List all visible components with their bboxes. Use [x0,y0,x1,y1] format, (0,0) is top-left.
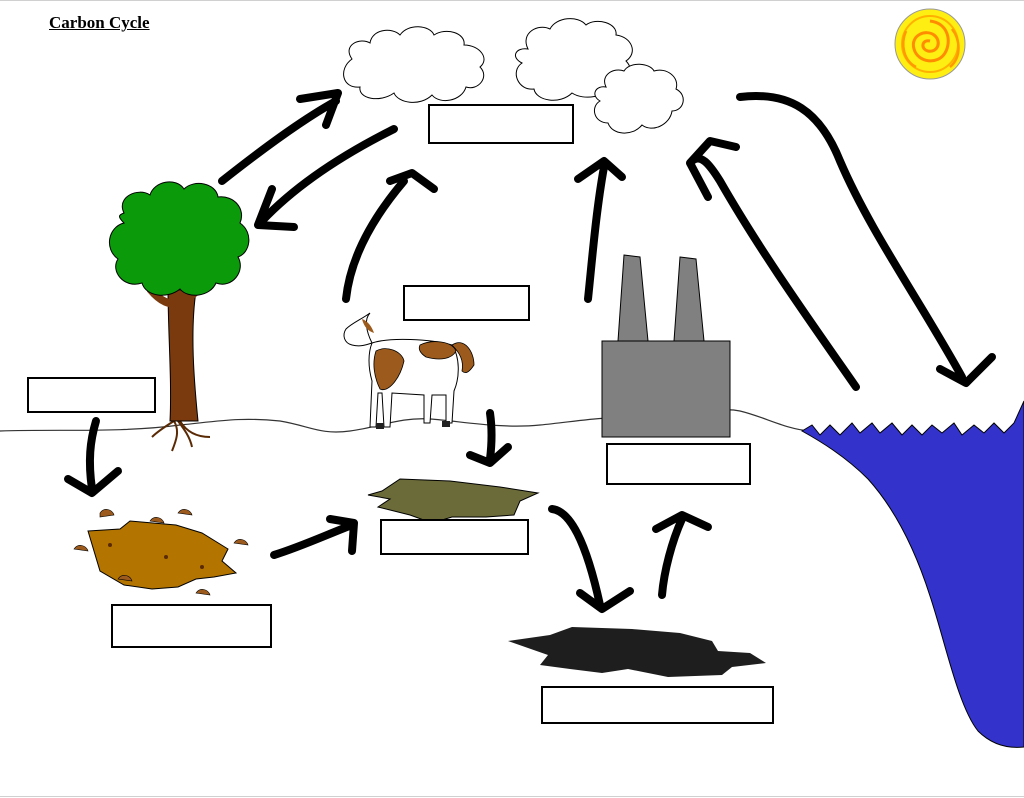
tree-icon [109,181,250,452]
fossil-fuel-icon [508,627,766,677]
arrow-tree-to-soil [64,417,122,497]
arrow-cow-to-dead [466,409,512,467]
arrow-ocean-to-air [686,137,860,391]
arrow-fuel-to-factory [652,511,712,599]
page-title: Carbon Cycle [49,13,150,32]
factory-icon [601,254,731,438]
arrows [64,89,996,613]
dead-matter-icon [367,478,540,524]
arrow-cow-to-air [342,169,438,303]
arrow-factory-to-air [574,157,626,303]
arrow-tree-to-air [218,89,342,185]
label-box-respiration[interactable] [403,285,530,321]
label-box-decomposition[interactable] [111,604,272,648]
cow-icon [343,312,475,429]
arrow-dead-to-fuel [548,505,634,613]
soil-icon [73,509,249,596]
arrow-air-to-ocean [736,92,996,387]
ocean [801,400,1024,748]
sun-icon [894,8,966,80]
arrow-soil-to-dead [270,515,358,559]
cloud-left [343,26,485,103]
label-box-death[interactable] [380,519,529,555]
label-box-combustion[interactable] [606,443,751,485]
label-box-photosynthesis[interactable] [27,377,156,413]
label-box-dead-organisms[interactable] [541,686,774,724]
cloud-small [593,63,684,134]
label-box-atmosphere[interactable] [428,104,574,144]
arrow-air-to-tree [254,125,398,231]
